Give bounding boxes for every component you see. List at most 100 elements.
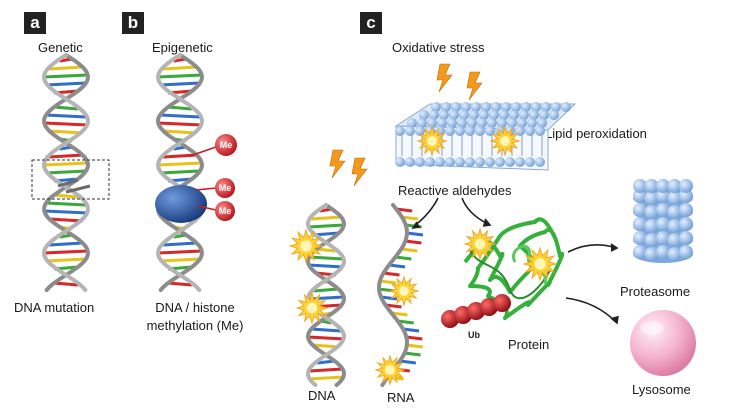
base-pair <box>45 81 87 87</box>
dna-label: DNA <box>308 388 336 403</box>
panel-b-caption-line1: DNA / histone <box>155 300 235 315</box>
ubiquitin-chain: Ub <box>441 294 511 340</box>
methyl-group-2: Me <box>195 178 235 198</box>
oxidative-bolts <box>329 63 483 187</box>
base-pair <box>167 105 193 111</box>
base-pair <box>405 239 422 245</box>
base-pair <box>402 327 420 333</box>
helix-backbone <box>305 203 347 387</box>
base-pair <box>45 257 87 263</box>
base-pair <box>53 193 79 199</box>
base-pair <box>163 65 197 71</box>
base-pair <box>401 215 419 221</box>
base-pair <box>45 113 87 119</box>
base-pair <box>313 287 339 293</box>
panel-a-title: Genetic <box>38 40 83 55</box>
base-pair <box>158 121 202 127</box>
base-pair <box>404 351 421 357</box>
base-pair <box>159 257 201 263</box>
base-pair <box>158 249 202 255</box>
lipid-peroxidation-label: Lipid peroxidation <box>545 126 647 141</box>
base-pair <box>406 343 424 349</box>
base-pair <box>388 263 406 269</box>
base-pair <box>44 161 88 167</box>
base-pair <box>44 121 88 127</box>
base-pair <box>308 263 344 269</box>
base-pair <box>380 295 398 301</box>
panel-b-tag: b <box>122 12 144 34</box>
arrow-to-lysosome <box>565 297 617 323</box>
base-pair <box>399 359 417 365</box>
arrow-to-nucleic-acids <box>413 197 439 227</box>
base-pair <box>159 113 201 119</box>
lysosome <box>630 310 696 376</box>
panel-a-caption: DNA mutation <box>14 300 95 315</box>
base-pair <box>49 129 83 135</box>
base-pair <box>49 65 83 71</box>
base-pair <box>158 73 202 79</box>
panel-c-tag: c <box>360 12 382 34</box>
arrow-to-proteasome <box>567 244 617 253</box>
lightning-bolt-icon <box>329 149 346 179</box>
base-pair <box>159 81 201 87</box>
proteasome <box>633 179 693 263</box>
helix-backbone <box>156 53 204 292</box>
base-pair <box>44 209 88 215</box>
helix-backbone <box>156 53 204 292</box>
mutation-box <box>31 159 110 200</box>
rna-strand <box>376 203 424 387</box>
methyl-group-1: Me <box>189 134 237 157</box>
base-pair <box>311 327 341 333</box>
lightning-bolt-icon <box>351 157 368 187</box>
aldehyde-arrows <box>411 197 619 325</box>
base-pair <box>401 247 418 253</box>
base-pair <box>385 303 402 309</box>
lightning-bolt-icon <box>466 71 483 101</box>
base-pair <box>308 223 344 229</box>
panel-a-tag: a <box>24 12 46 34</box>
base-pair <box>310 215 342 221</box>
lightning-bolt-icon <box>436 63 453 93</box>
base-pair <box>158 161 202 167</box>
base-pair <box>163 241 197 247</box>
panel-b-caption-line2: methylation (Me) <box>146 318 244 333</box>
helix-backbone <box>376 203 410 387</box>
methyl-label-3: Me <box>219 206 232 216</box>
rna-label: RNA <box>387 390 415 405</box>
base-pair <box>406 335 423 341</box>
base-pair <box>395 255 412 261</box>
base-pair <box>53 281 79 287</box>
oxidative-stress-label: Oxidative stress <box>392 40 485 55</box>
base-pair <box>44 73 88 79</box>
base-pair <box>307 335 345 341</box>
methyl-label-1: Me <box>220 140 233 150</box>
base-pair <box>309 367 343 373</box>
protein-ribbon <box>463 217 565 320</box>
base-pair <box>159 169 201 175</box>
base-pair <box>383 271 400 277</box>
base-pair <box>44 249 88 255</box>
methyl-group-3: Me <box>197 201 235 221</box>
oxidative-damage-bursts <box>288 125 558 386</box>
methyl-label-2: Me <box>219 183 232 193</box>
ub-label: Ub <box>468 330 480 340</box>
lysosome-label: Lysosome <box>632 382 691 397</box>
base-pair <box>309 255 343 261</box>
protein-label: Protein <box>508 337 550 352</box>
base-pair <box>163 129 197 135</box>
arrow-to-protein <box>461 197 489 225</box>
dna-helix-b <box>156 53 204 292</box>
base-pair <box>49 217 83 223</box>
base-pair <box>379 279 397 285</box>
base-pair <box>406 231 424 237</box>
base-pair <box>45 201 87 207</box>
histone <box>155 185 207 223</box>
panel-b-title: Epigenetic <box>152 40 213 55</box>
base-pair <box>49 153 83 159</box>
base-pair <box>49 241 83 247</box>
proteasome-label: Proteasome <box>620 284 691 299</box>
mutation-break <box>57 178 91 194</box>
base-pair <box>45 169 87 175</box>
base-pair <box>316 247 336 253</box>
